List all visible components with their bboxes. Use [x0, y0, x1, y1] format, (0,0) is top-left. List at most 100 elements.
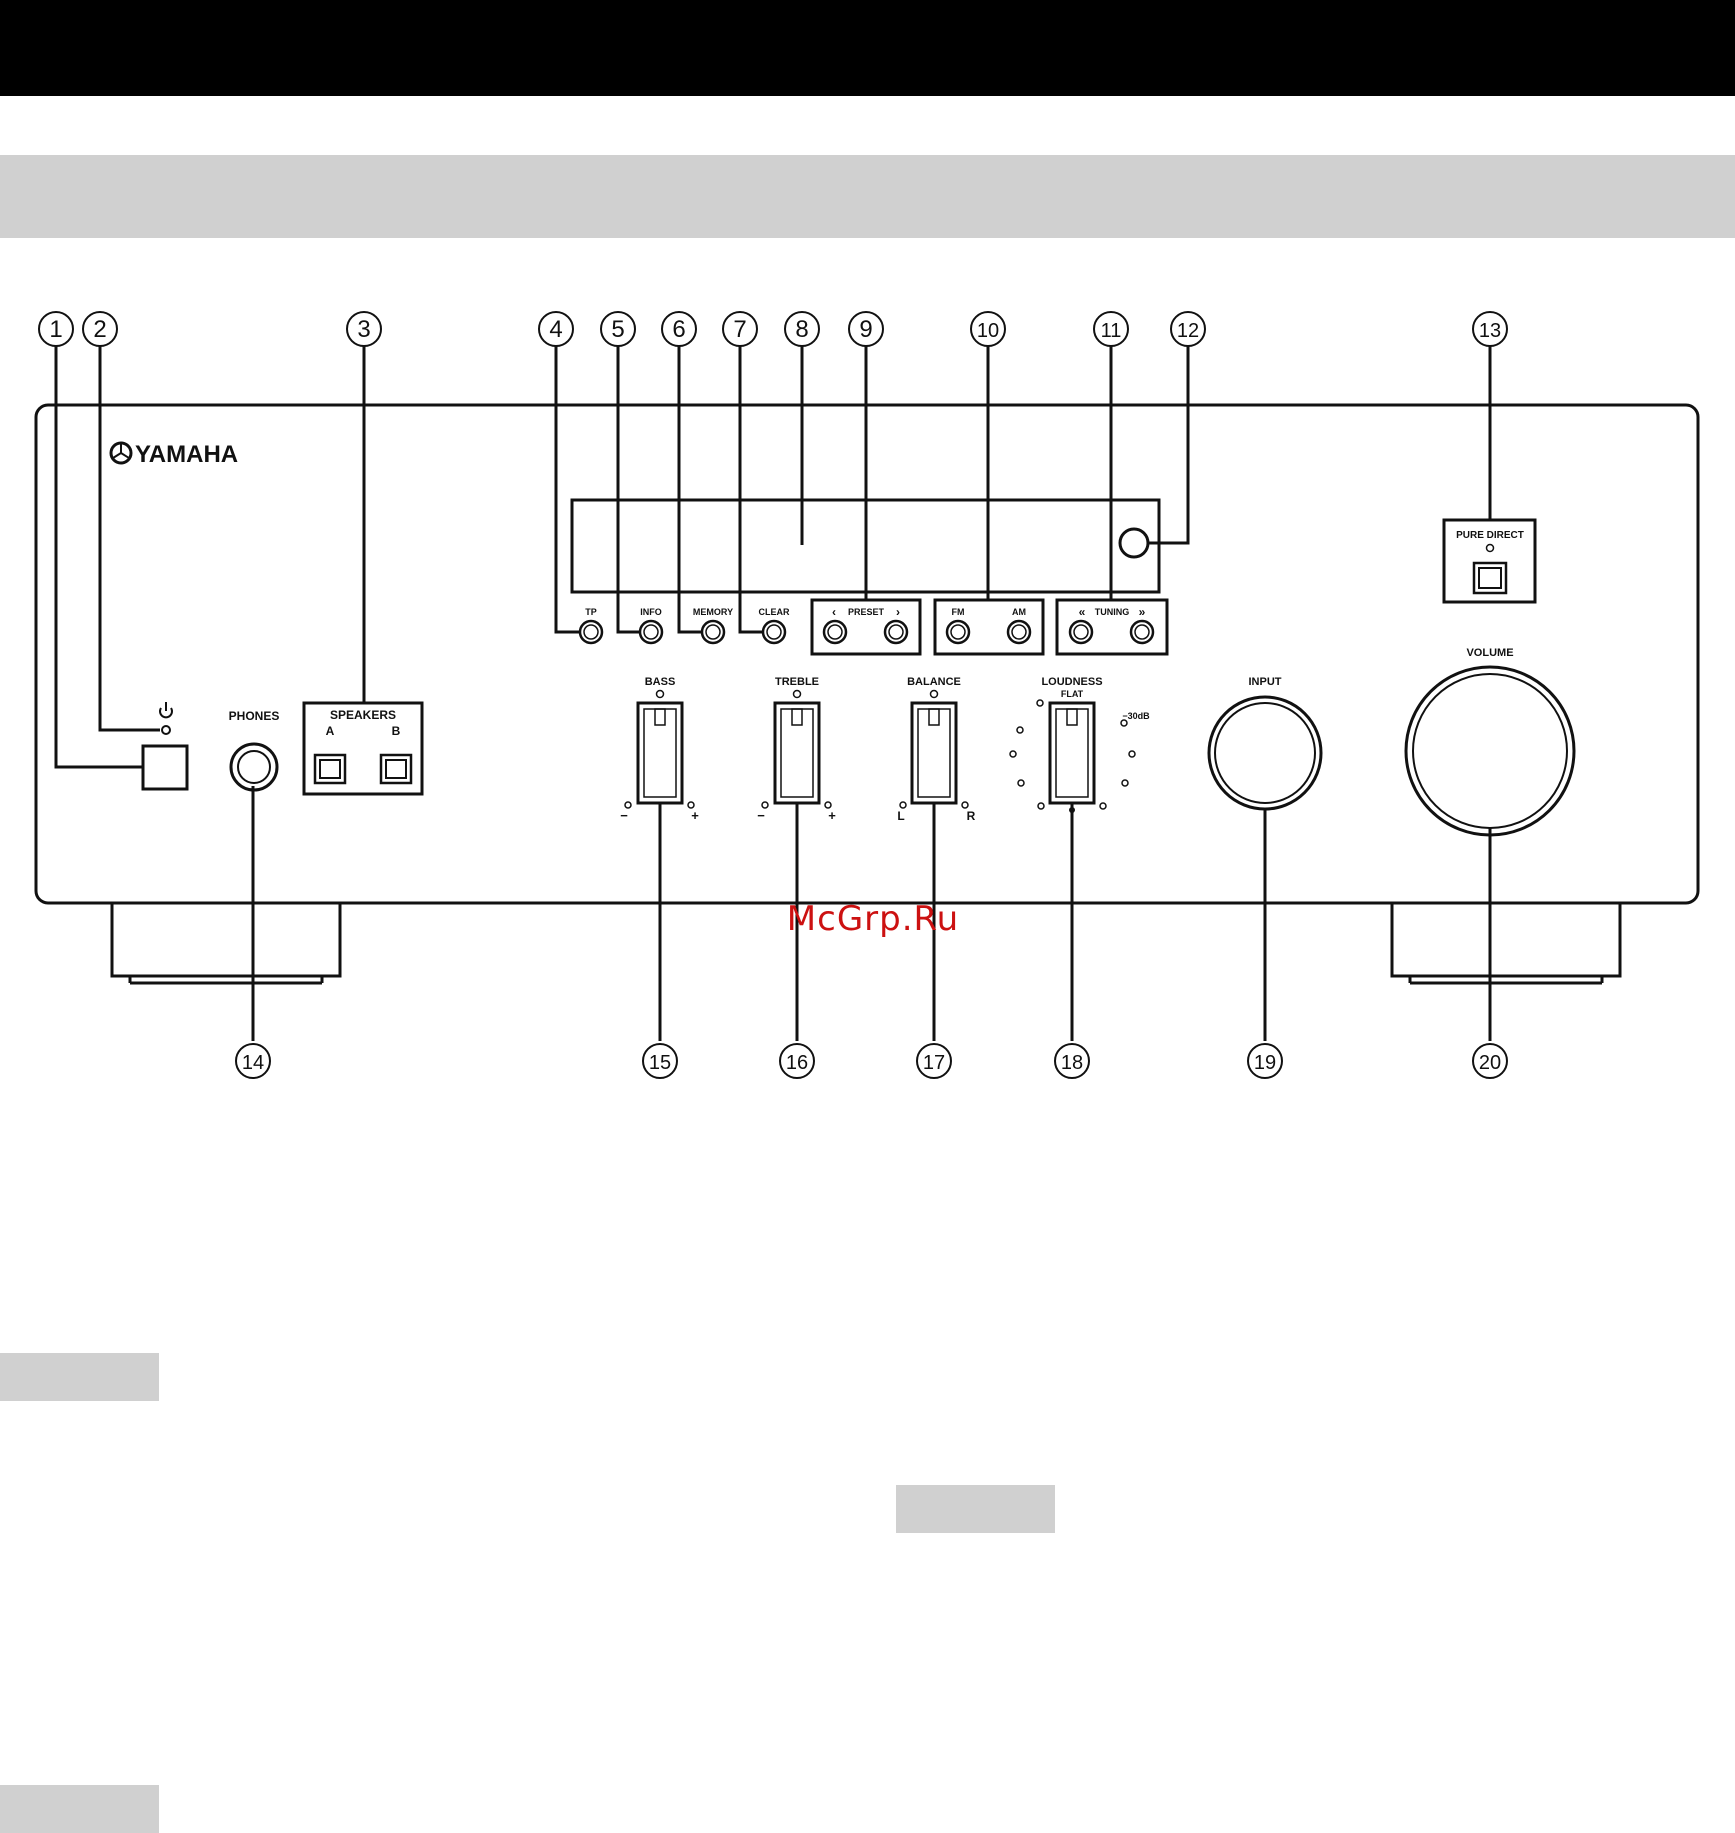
- bass-minus-label: −: [620, 808, 628, 823]
- brand-name: YAMAHA: [135, 441, 238, 468]
- memory-label: MEMORY: [693, 607, 733, 617]
- minus30db-label: −30dB: [1122, 711, 1150, 721]
- left-foot: [112, 903, 340, 983]
- bass-label: BASS: [645, 676, 676, 688]
- double-chevron-left-icon: «: [1079, 605, 1086, 619]
- bass-plus-label: +: [691, 808, 699, 823]
- callout-17: 17: [917, 1044, 951, 1078]
- callout-number: 3: [357, 316, 370, 343]
- treble-minus-label: −: [757, 808, 765, 823]
- callout-5: 5: [601, 312, 635, 346]
- loudness-label: LOUDNESS: [1041, 676, 1102, 688]
- standby-indicator: [162, 726, 170, 734]
- callout-number: 19: [1254, 1052, 1276, 1074]
- tp-button[interactable]: [580, 621, 602, 643]
- phones-label: PHONES: [229, 709, 280, 723]
- callout-number: 6: [672, 316, 685, 343]
- callout-number: 4: [549, 316, 562, 343]
- power-button[interactable]: [143, 746, 187, 789]
- callout-number: 12: [1177, 320, 1199, 342]
- preset-label: PRESET: [848, 607, 885, 617]
- balance-l-label: L: [897, 809, 904, 823]
- callout-number: 8: [795, 316, 808, 343]
- callout-8: 8: [785, 312, 819, 346]
- tuning-down-button[interactable]: [1070, 621, 1092, 643]
- fm-label: FM: [952, 607, 965, 617]
- callout-number: 2: [93, 316, 106, 343]
- callouts: 1234567891011121314151617181920: [39, 312, 1507, 1078]
- callout-1: 1: [39, 312, 73, 346]
- callout-number: 1: [49, 316, 62, 343]
- treble-control[interactable]: TREBLE − +: [757, 676, 836, 823]
- info-button[interactable]: [640, 621, 662, 643]
- callout-number: 7: [733, 316, 746, 343]
- phones-jack-inner: [238, 751, 270, 783]
- chevron-right-icon: ›: [896, 605, 900, 619]
- callout-19: 19: [1248, 1044, 1282, 1078]
- callout-number: 9: [859, 316, 872, 343]
- callout-13: 13: [1473, 312, 1507, 346]
- callout-10: 10: [971, 312, 1005, 346]
- double-chevron-right-icon: »: [1139, 605, 1146, 619]
- balance-r-label: R: [967, 809, 976, 823]
- pure-direct-button[interactable]: [1474, 563, 1506, 593]
- balance-control[interactable]: BALANCE L R: [897, 676, 975, 823]
- loudness-control[interactable]: LOUDNESS FLAT −30dB: [1010, 676, 1150, 813]
- treble-label: TREBLE: [775, 676, 819, 688]
- fm-button[interactable]: [947, 621, 969, 643]
- callout-6: 6: [662, 312, 696, 346]
- callout-3: 3: [347, 312, 381, 346]
- flat-label: FLAT: [1061, 689, 1084, 699]
- input-label: INPUT: [1249, 676, 1282, 688]
- treble-plus-label: +: [828, 808, 836, 823]
- callout-number: 17: [923, 1052, 945, 1074]
- preset-up-button[interactable]: [885, 621, 907, 643]
- info-label: INFO: [640, 607, 662, 617]
- callout-11: 11: [1094, 312, 1128, 346]
- watermark: McGrp.Ru: [787, 899, 959, 939]
- am-button[interactable]: [1008, 621, 1030, 643]
- preset-down-button[interactable]: [824, 621, 846, 643]
- callout-number: 13: [1479, 320, 1501, 342]
- input-knob[interactable]: [1209, 697, 1321, 809]
- tuning-label: TUNING: [1095, 607, 1130, 617]
- am-label: AM: [1012, 607, 1026, 617]
- callout-number: 11: [1101, 320, 1122, 342]
- callout-16: 16: [780, 1044, 814, 1078]
- clear-button[interactable]: [763, 621, 785, 643]
- right-foot: [1392, 903, 1620, 983]
- callout-9: 9: [849, 312, 883, 346]
- callout-number: 10: [977, 320, 999, 342]
- speakers-a-button[interactable]: [315, 755, 345, 783]
- pure-direct-label: PURE DIRECT: [1456, 530, 1524, 541]
- remote-sensor: [1120, 529, 1148, 557]
- power-icon: [160, 702, 172, 717]
- callout-number: 15: [649, 1052, 671, 1074]
- yamaha-logo: YAMAHA: [111, 441, 238, 468]
- callout-4: 4: [539, 312, 573, 346]
- chevron-left-icon: ‹: [832, 605, 836, 619]
- volume-label: VOLUME: [1466, 647, 1513, 659]
- callout-number: 16: [786, 1052, 808, 1074]
- volume-knob[interactable]: [1406, 667, 1574, 835]
- callout-12: 12: [1171, 312, 1205, 346]
- pure-direct-indicator: [1487, 545, 1494, 552]
- balance-label: BALANCE: [907, 676, 961, 688]
- callout-15: 15: [643, 1044, 677, 1078]
- callout-7: 7: [723, 312, 757, 346]
- callout-14: 14: [236, 1044, 270, 1078]
- speaker-b-label: B: [392, 724, 401, 738]
- speakers-b-button[interactable]: [381, 755, 411, 783]
- callout-number: 20: [1479, 1052, 1501, 1074]
- callout-number: 14: [242, 1052, 264, 1074]
- speaker-a-label: A: [326, 724, 335, 738]
- tp-label: TP: [585, 607, 597, 617]
- memory-button[interactable]: [702, 621, 724, 643]
- bass-control[interactable]: BASS − +: [620, 676, 699, 823]
- callout-18: 18: [1055, 1044, 1089, 1078]
- clear-label: CLEAR: [759, 607, 790, 617]
- callout-number: 18: [1061, 1052, 1083, 1074]
- speakers-label: SPEAKERS: [330, 708, 396, 722]
- tuning-up-button[interactable]: [1131, 621, 1153, 643]
